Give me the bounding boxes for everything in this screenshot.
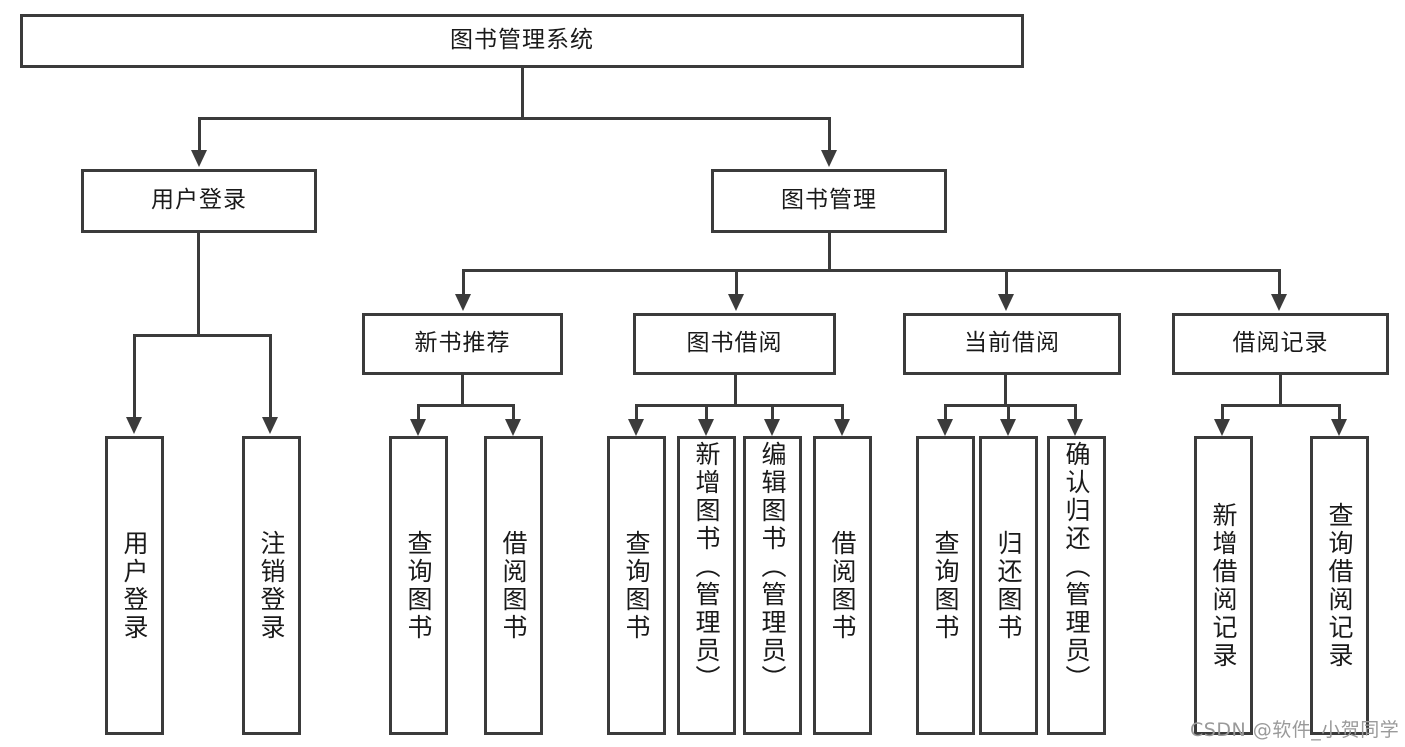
- arrowhead-book-borrow-child-4: [834, 419, 850, 436]
- connector-current-borrow-stem: [1004, 375, 1007, 407]
- connector-to-user-login: [198, 117, 201, 152]
- leaf-add-borrow-record[interactable]: 新增借阅记录: [1194, 436, 1253, 735]
- arrowhead-new-book-child-2: [505, 419, 521, 436]
- arrowhead-current-borrow-child-3: [1067, 419, 1083, 436]
- connector-book-borrow-child-4: [841, 404, 844, 422]
- connector-to-borrow-record: [1278, 269, 1281, 296]
- connector-new-book-stem: [461, 375, 464, 407]
- node-label: 借阅记录: [1232, 330, 1329, 357]
- connector-book-borrow-child-3: [771, 404, 774, 422]
- node-label: 图书管理: [781, 187, 877, 214]
- leaf-confirm-return-admin[interactable]: 确认归还（管理员）: [1047, 436, 1106, 735]
- connector-user-login-child-1: [133, 334, 136, 419]
- leaf-query-book-current[interactable]: 查询图书: [916, 436, 975, 735]
- arrowhead-borrow-record-child-1: [1214, 419, 1230, 436]
- connector-user-login-stem: [197, 232, 200, 336]
- node-label: 用户登录: [151, 187, 247, 214]
- node-label: 新书推荐: [414, 330, 511, 357]
- arrowhead-current-borrow-child-1: [937, 419, 953, 436]
- node-label: 查询借阅记录: [1325, 501, 1354, 670]
- arrowhead-book-borrow-child-2: [698, 419, 714, 436]
- arrowhead-user-login-child-1: [126, 417, 142, 434]
- leaf-return-book[interactable]: 归还图书: [979, 436, 1038, 735]
- arrowhead-user-login-child-2: [262, 417, 278, 434]
- node-label: 新增图书（管理员）: [692, 441, 721, 693]
- arrowhead-current-borrow-child-2: [1000, 419, 1016, 436]
- connector-current-borrow-bus: [944, 404, 1077, 407]
- arrowhead-book-borrow-child-1: [628, 419, 644, 436]
- connector-level3-bus: [462, 269, 1281, 272]
- arrowhead-to-book-management: [821, 150, 837, 167]
- connector-level2-bus: [198, 117, 831, 120]
- connector-borrow-record-child-1: [1221, 404, 1224, 422]
- node-label: 当前借阅: [964, 330, 1060, 357]
- node-book-management[interactable]: 图书管理: [711, 169, 947, 233]
- connector-user-login-bus: [133, 334, 272, 337]
- arrowhead-to-new-book-recommend: [455, 294, 471, 311]
- node-label: 归还图书: [994, 529, 1023, 642]
- node-label: 查询图书: [404, 529, 433, 642]
- arrowhead-new-book-child-1: [410, 419, 426, 436]
- connector-book-borrow-stem: [734, 375, 737, 407]
- leaf-edit-book-admin[interactable]: 编辑图书（管理员）: [743, 436, 802, 735]
- node-borrow-record[interactable]: 借阅记录: [1172, 313, 1389, 375]
- connector-book-management-stem: [828, 232, 831, 271]
- node-book-borrow[interactable]: 图书借阅: [633, 313, 836, 375]
- connector-book-borrow-child-2: [705, 404, 708, 422]
- connector-borrow-record-bus: [1221, 404, 1341, 407]
- arrowhead-to-borrow-record: [1271, 294, 1287, 311]
- connector-to-book-management: [828, 117, 831, 152]
- node-label: 查询图书: [931, 529, 960, 642]
- arrowhead-to-user-login: [191, 150, 207, 167]
- node-label: 注销登录: [257, 529, 286, 642]
- connector-to-new-book-recommend: [462, 269, 465, 296]
- connector-borrow-record-child-2: [1338, 404, 1341, 422]
- node-label: 编辑图书（管理员）: [758, 441, 787, 693]
- node-label: 查询图书: [622, 529, 651, 642]
- connector-borrow-record-stem: [1279, 375, 1282, 407]
- leaf-borrow-book-recommend[interactable]: 借阅图书: [484, 436, 543, 735]
- arrowhead-borrow-record-child-2: [1331, 419, 1347, 436]
- node-label: 借阅图书: [828, 529, 857, 642]
- connector-new-book-child-2: [512, 404, 515, 422]
- connector-root-stem: [521, 68, 524, 119]
- watermark-text: CSDN @软件_小贺同学: [1190, 719, 1400, 741]
- connector-book-borrow-child-1: [635, 404, 638, 422]
- connector-book-borrow-bus: [635, 404, 844, 407]
- node-label: 图书管理系统: [450, 27, 594, 54]
- leaf-logout-login[interactable]: 注销登录: [242, 436, 301, 735]
- node-current-borrow[interactable]: 当前借阅: [903, 313, 1121, 375]
- connector-current-borrow-child-2: [1007, 404, 1010, 422]
- leaf-user-login[interactable]: 用户登录: [105, 436, 164, 735]
- node-label: 借阅图书: [499, 529, 528, 642]
- leaf-borrow-book[interactable]: 借阅图书: [813, 436, 872, 735]
- node-label: 确认归还（管理员）: [1062, 441, 1091, 693]
- leaf-query-borrow-record[interactable]: 查询借阅记录: [1310, 436, 1369, 735]
- node-label: 图书借阅: [686, 330, 783, 357]
- arrowhead-book-borrow-child-3: [764, 419, 780, 436]
- node-label: 用户登录: [120, 529, 149, 642]
- connector-user-login-child-2: [269, 334, 272, 419]
- leaf-add-book-admin[interactable]: 新增图书（管理员）: [677, 436, 736, 735]
- connector-current-borrow-child-3: [1074, 404, 1077, 422]
- leaf-query-book-recommend[interactable]: 查询图书: [389, 436, 448, 735]
- node-label: 新增借阅记录: [1209, 501, 1238, 670]
- connector-new-book-bus: [417, 404, 515, 407]
- node-new-book-recommend[interactable]: 新书推荐: [362, 313, 563, 375]
- node-user-login[interactable]: 用户登录: [81, 169, 317, 233]
- connector-new-book-child-1: [417, 404, 420, 422]
- connector-current-borrow-child-1: [944, 404, 947, 422]
- node-root-book-management-system[interactable]: 图书管理系统: [20, 14, 1024, 68]
- arrowhead-to-book-borrow: [728, 294, 744, 311]
- leaf-query-book-borrow[interactable]: 查询图书: [607, 436, 666, 735]
- connector-to-book-borrow: [735, 269, 738, 296]
- connector-to-current-borrow: [1005, 269, 1008, 296]
- arrowhead-to-current-borrow: [998, 294, 1014, 311]
